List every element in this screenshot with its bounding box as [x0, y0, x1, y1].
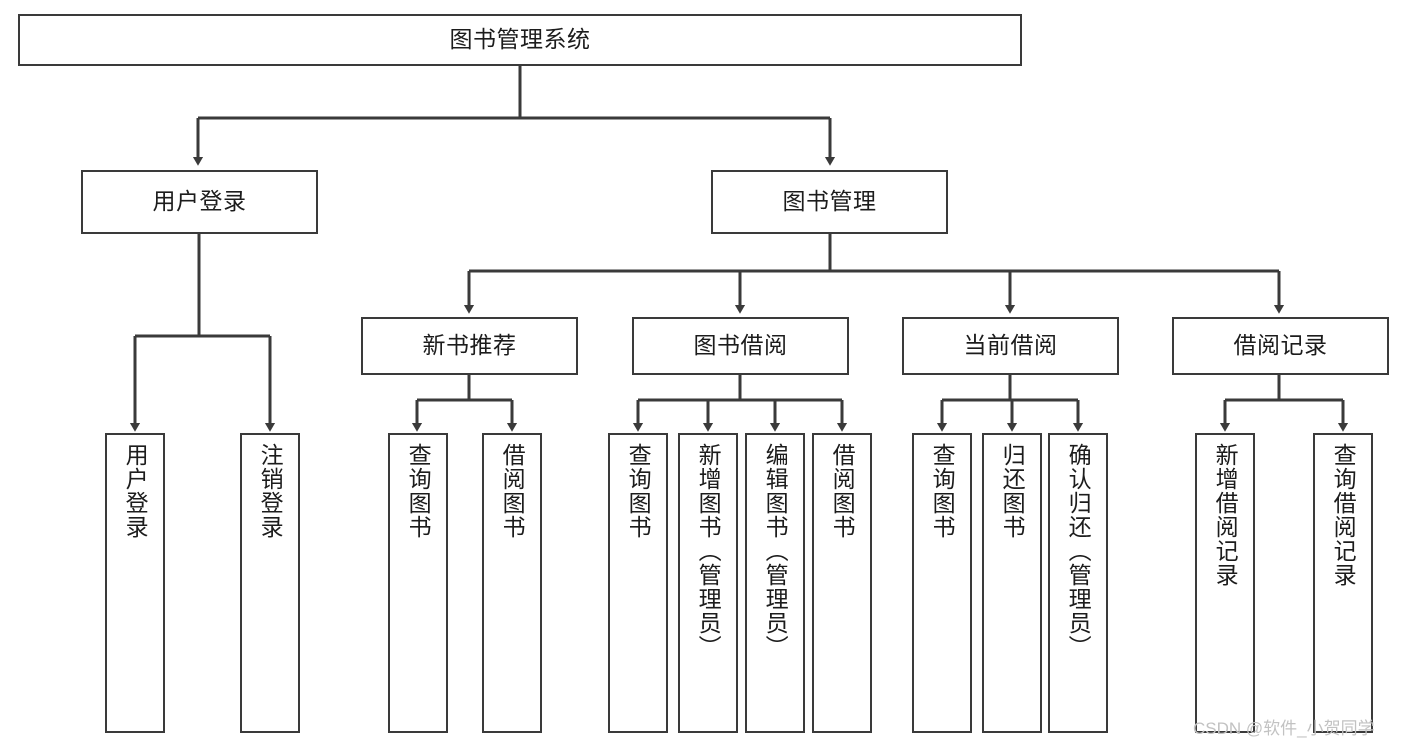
node-cur-query-book[interactable]: 查询图书	[912, 433, 972, 733]
node-user-login[interactable]: 用户登录	[81, 170, 318, 234]
node-borrow-query-book[interactable]: 查询图书	[608, 433, 668, 733]
node-label: 新增图书（管理员）	[695, 443, 722, 659]
node-label: 图书管理系统	[449, 26, 591, 53]
node-label: 查询借阅记录	[1330, 443, 1357, 587]
node-label: 新书推荐	[422, 332, 517, 359]
node-label: 查询图书	[625, 443, 652, 539]
node-book-manage[interactable]: 图书管理	[711, 170, 948, 234]
node-book-borrow[interactable]: 图书借阅	[632, 317, 849, 375]
node-rec-query-record[interactable]: 查询借阅记录	[1313, 433, 1373, 733]
node-rec-borrow-book[interactable]: 借阅图书	[482, 433, 542, 733]
node-user-logout[interactable]: 注销登录	[240, 433, 300, 733]
node-cur-confirm-return[interactable]: 确认归还（管理员）	[1048, 433, 1108, 733]
node-rec-query-book[interactable]: 查询图书	[388, 433, 448, 733]
node-user-login-do[interactable]: 用户登录	[105, 433, 165, 733]
node-label: 归还图书	[999, 443, 1026, 539]
node-label: 新增借阅记录	[1212, 443, 1239, 587]
node-new-book-rec[interactable]: 新书推荐	[361, 317, 578, 375]
node-label: 借阅图书	[499, 443, 526, 539]
node-rec-add-record[interactable]: 新增借阅记录	[1195, 433, 1255, 733]
node-label: 用户登录	[152, 188, 247, 215]
node-label: 查询图书	[929, 443, 956, 539]
node-label: 图书管理	[782, 188, 877, 215]
node-label: 用户登录	[122, 443, 149, 539]
node-label: 借阅图书	[829, 443, 856, 539]
node-label: 查询图书	[405, 443, 432, 539]
node-root-system[interactable]: 图书管理系统	[18, 14, 1022, 66]
node-borrow-add-book[interactable]: 新增图书（管理员）	[678, 433, 738, 733]
node-cur-return-book[interactable]: 归还图书	[982, 433, 1042, 733]
node-borrow-lend-book[interactable]: 借阅图书	[812, 433, 872, 733]
node-label: 编辑图书（管理员）	[762, 443, 789, 659]
node-borrow-record[interactable]: 借阅记录	[1172, 317, 1389, 375]
node-label: 注销登录	[257, 443, 284, 539]
node-label: 当前借阅	[963, 332, 1058, 359]
node-current-borrow[interactable]: 当前借阅	[902, 317, 1119, 375]
node-label: 借阅记录	[1233, 332, 1328, 359]
watermark-credit: CSDN @软件_小贺同学	[1193, 719, 1375, 738]
node-label: 图书借阅	[693, 332, 788, 359]
node-label: 确认归还（管理员）	[1065, 443, 1092, 659]
node-borrow-edit-book[interactable]: 编辑图书（管理员）	[745, 433, 805, 733]
